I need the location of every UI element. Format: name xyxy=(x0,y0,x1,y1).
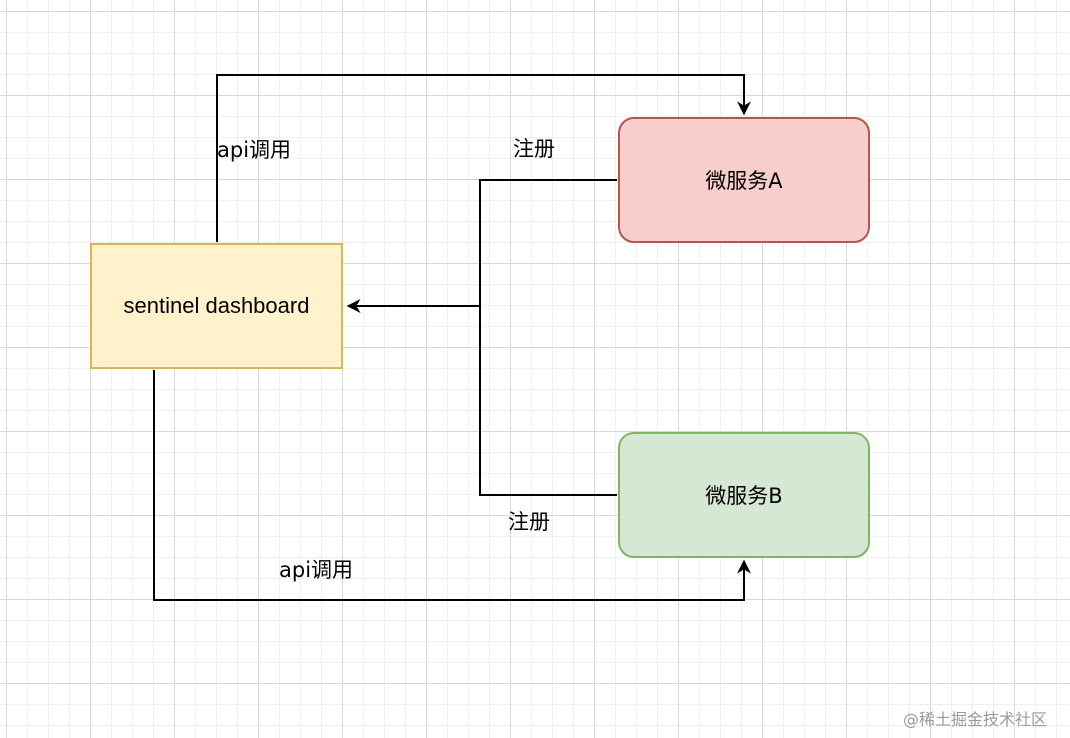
edge-api-to-service-b xyxy=(153,370,751,601)
edge-service-b-register xyxy=(479,306,617,496)
sentinel-dashboard-node[interactable]: sentinel dashboard xyxy=(90,243,343,369)
edge-api-to-service-a xyxy=(216,74,751,242)
service-b-label: 微服务B xyxy=(705,484,783,508)
edge-label-register-a: 注册 xyxy=(513,137,555,161)
service-b-node[interactable]: 微服务B xyxy=(618,432,870,558)
watermark: @稀土掘金技术社区 xyxy=(903,710,1048,729)
service-a-label: 微服务A xyxy=(705,169,783,193)
service-a-node[interactable]: 微服务A xyxy=(618,117,870,243)
edge-label-api-call-b: api调用 xyxy=(279,558,354,582)
edge-service-a-register xyxy=(346,179,617,313)
edge-label-register-b: 注册 xyxy=(508,510,550,534)
edge-label-api-call-a: api调用 xyxy=(217,138,292,162)
sentinel-dashboard-label: sentinel dashboard xyxy=(123,293,310,318)
